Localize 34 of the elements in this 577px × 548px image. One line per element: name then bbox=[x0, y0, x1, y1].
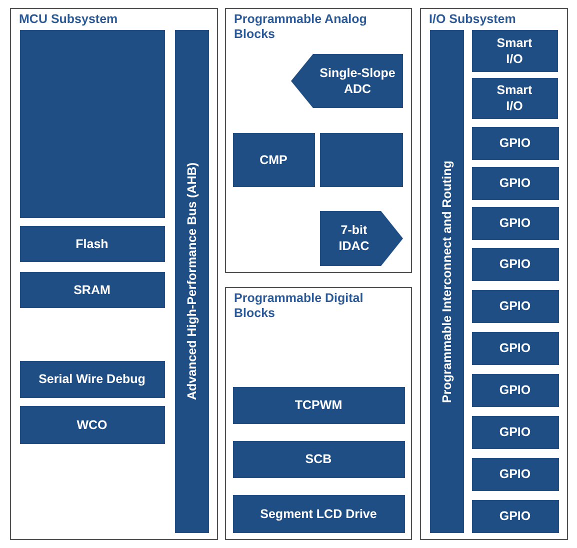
module-block: Serial Wire Debug bbox=[20, 360, 164, 398]
panel-heading: MCU Subsystem bbox=[19, 12, 119, 27]
module-block: GPIO bbox=[472, 290, 558, 322]
module-block: GPIO bbox=[472, 500, 558, 532]
subsystem-panel bbox=[225, 287, 412, 540]
module-block: Segment LCD Drive bbox=[232, 494, 404, 532]
module-block: GPIO bbox=[472, 166, 558, 200]
subsystem-panel bbox=[420, 8, 568, 540]
module-block: GPIO bbox=[472, 416, 558, 448]
module-block: TCPWM bbox=[232, 386, 404, 424]
block-label: 7-bit IDAC bbox=[338, 222, 370, 254]
panel-heading: Programmable Digital Blocks bbox=[234, 291, 364, 321]
block-label: Single-Slope ADC bbox=[318, 64, 396, 96]
module-block: Smart I/O bbox=[472, 30, 558, 72]
panel-heading: I/O Subsystem bbox=[429, 12, 517, 27]
module-block: SRAM bbox=[20, 272, 164, 308]
bus-bar: Programmable Interconnect and Routing bbox=[430, 30, 464, 532]
subsystem-panel bbox=[225, 8, 412, 273]
module-block: GPIO bbox=[472, 332, 558, 364]
module-block: GPIO bbox=[472, 458, 558, 490]
bus-bar: Advanced High-Performance Bus (AHB) bbox=[174, 30, 208, 532]
panel-heading: Programmable Analog Blocks bbox=[234, 12, 368, 42]
processor-block bbox=[320, 132, 402, 186]
module-block: GPIO bbox=[472, 374, 558, 406]
module-block: WCO bbox=[20, 406, 164, 444]
module-block: GPIO bbox=[472, 206, 558, 240]
module-block: GPIO bbox=[472, 126, 558, 160]
module-block: SCB bbox=[232, 440, 404, 478]
processor-block bbox=[20, 30, 164, 218]
module-block: Flash bbox=[20, 226, 164, 262]
module-block: Smart I/O bbox=[472, 78, 558, 118]
module-block: GPIO bbox=[472, 248, 558, 280]
module-block: CMP bbox=[232, 132, 314, 186]
subsystem-panel bbox=[10, 8, 218, 540]
